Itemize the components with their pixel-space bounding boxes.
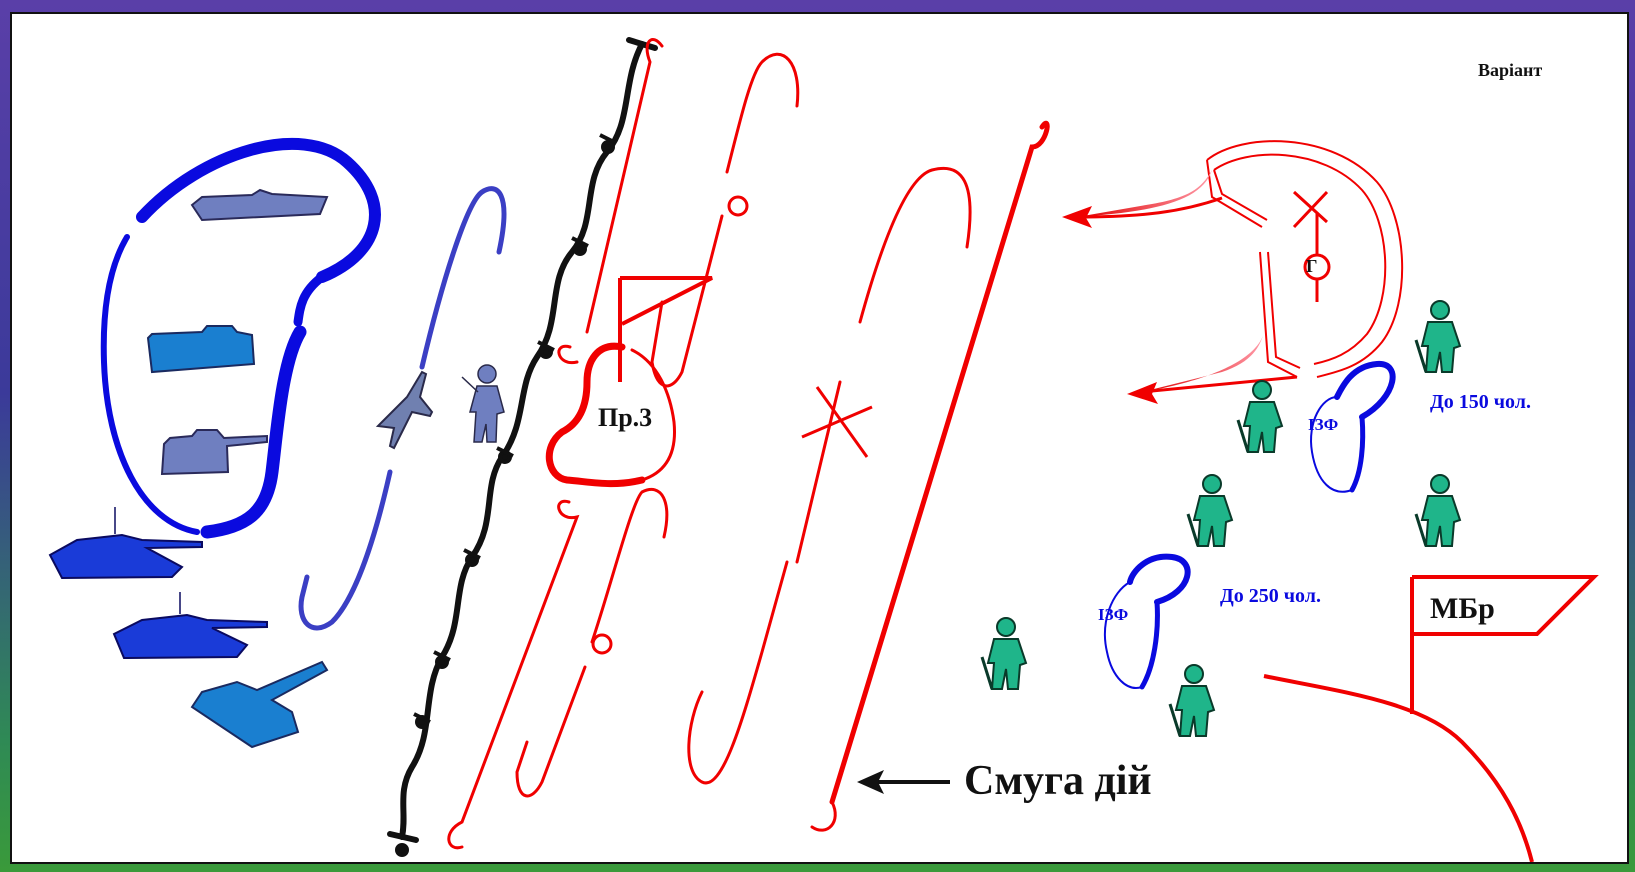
line-node-circle: [729, 197, 747, 215]
izf-label-lower: ІЗФ: [1098, 605, 1128, 624]
brigade-flag: [1264, 577, 1594, 862]
infantry-icon: [1188, 475, 1232, 546]
infantry-icon: [1170, 665, 1214, 736]
aircraft-icon: [378, 372, 432, 448]
strength-label-250: До 250 чол.: [1220, 585, 1321, 607]
strip-label: Смуга дій: [964, 758, 1152, 804]
self-propelled-gun-icon: [162, 430, 267, 474]
strip-arrow-icon: [857, 770, 950, 794]
tank-icon: [114, 592, 267, 658]
attack-arrow-lower: [1127, 332, 1297, 404]
enemy-defense-lines: [449, 39, 970, 847]
line-node-circle: [593, 635, 611, 653]
attack-arrow-upper: [1062, 170, 1222, 228]
apc-icon: [192, 190, 327, 220]
tank-icon: [50, 507, 202, 578]
infantry-icon: [982, 618, 1026, 689]
variant-label: Варіант: [1478, 60, 1542, 80]
barrier-markers: [397, 135, 616, 855]
izf-label-upper: ІЗФ: [1308, 415, 1338, 434]
enemy-unit-outline: [1207, 141, 1402, 377]
howitzer-icon: [192, 662, 327, 747]
diagram-canvas: Пр.3 Смуга дій: [10, 12, 1629, 864]
infantry-icon: [1238, 381, 1282, 452]
ifv-icon: [148, 326, 254, 372]
strength-label-150: До 150 чол.: [1430, 391, 1531, 413]
infantry-icon: [1416, 301, 1460, 372]
tactical-diagram: Пр.3 Смуга дій: [12, 14, 1627, 862]
soldier-icon: [462, 365, 504, 442]
infantry-icon: [1416, 475, 1460, 546]
flag-marker: [620, 278, 712, 382]
obstacle-label: Пр.3: [598, 403, 652, 432]
brigade-label: МБр: [1430, 592, 1495, 625]
command-post-icon: [1294, 192, 1329, 302]
grid-letter: Г: [1306, 256, 1317, 276]
strip-boundary-line: [832, 123, 1047, 802]
